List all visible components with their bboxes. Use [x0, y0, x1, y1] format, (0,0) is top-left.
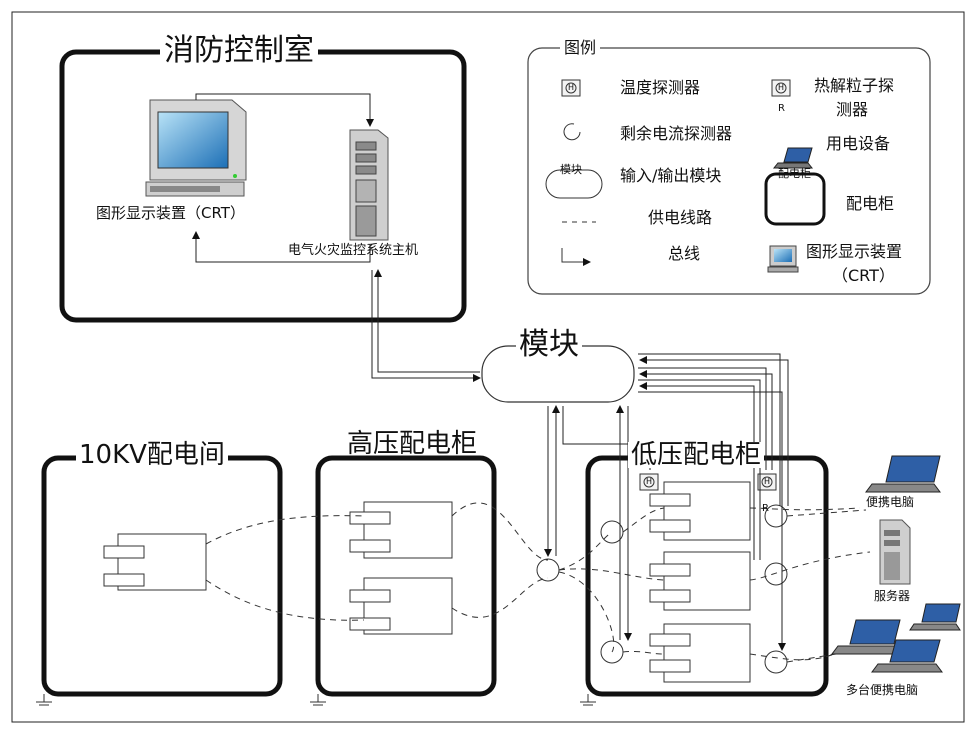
- legend-pyro-r: R: [778, 103, 785, 114]
- server-label: 服务器: [874, 589, 911, 603]
- legend-pyro-icon: [771, 79, 791, 97]
- legend-module-icon-text: 模块: [560, 163, 582, 176]
- legend-bus-label: 总线: [668, 244, 701, 263]
- legend-title: 图例: [560, 40, 601, 56]
- lv-cabinet-title: 低压配电柜: [628, 442, 765, 468]
- host-tower-icon: [349, 129, 389, 241]
- legend-temp-icon-text: H: [568, 83, 575, 92]
- control-room-bus: [192, 93, 481, 382]
- supply-lines: [205, 502, 871, 663]
- room-10kv-box: [41, 455, 283, 697]
- lv-detector-r: R: [762, 503, 769, 514]
- legend-crt-icon: [767, 245, 799, 273]
- control-room-title: 消防控制室: [160, 36, 318, 66]
- legend-pyro-icon-text: H: [778, 83, 785, 92]
- laptop-icon: [865, 455, 941, 493]
- room-10kv-equipment: [103, 533, 207, 591]
- room-10kv-title: 10KV配电间: [76, 442, 228, 468]
- lv-cabinet-equipment: [639, 473, 777, 683]
- legend-module-icon: [545, 169, 603, 199]
- laptop-label: 便携电脑: [866, 495, 915, 509]
- server-icon: [879, 519, 911, 585]
- legend-dist-cabinet: 配电柜: [846, 194, 895, 213]
- legend-crt-1: 图形显示装置: [806, 242, 903, 261]
- legend-residual-current: 剩余电流探测器: [620, 124, 733, 143]
- legend-box: [527, 47, 931, 295]
- host-label: 电气火灾监控系统主机: [288, 243, 419, 258]
- outer-frame: [11, 11, 965, 723]
- legend-supply-line-label: 供电线路: [648, 208, 713, 227]
- lv-cabinet-box: [585, 455, 829, 697]
- hv-cabinet-equipment: [349, 501, 453, 635]
- module-bus-lines: [544, 353, 789, 651]
- lv-temp-detector-2-text: H: [764, 477, 771, 486]
- hv-cabinet-box: [315, 455, 497, 697]
- legend-symbols: [545, 79, 826, 266]
- legend-temperature: 温度探测器: [620, 78, 701, 97]
- module-title: 模块: [516, 330, 582, 360]
- legend-cabinet-icon: [764, 172, 826, 226]
- crt-monitor-icon: [145, 99, 247, 197]
- ground-symbols: [36, 694, 596, 706]
- legend-laptop-icon: [772, 147, 814, 169]
- legend-cabinet-icon-text: 配电柜: [778, 167, 811, 180]
- hv-cabinet-title: 高压配电柜: [347, 429, 478, 459]
- legend-bus-icon: [561, 248, 591, 266]
- legend-crt-2: （CRT）: [832, 266, 895, 285]
- multi-laptops-icon: [831, 603, 961, 673]
- legend-pyrolysis-2: 测器: [836, 100, 869, 119]
- legend-temp-icon: [561, 79, 581, 97]
- legend-residual-icon: [563, 123, 581, 141]
- control-room-box: [59, 49, 467, 323]
- legend-power-equipment: 用电设备: [826, 134, 891, 153]
- legend-io-module: 输入/输出模块: [620, 166, 722, 185]
- multi-laptops-label: 多台便携电脑: [846, 683, 919, 697]
- crt-label: 图形显示装置（CRT）: [96, 204, 245, 222]
- lv-temp-detector-1-text: H: [646, 477, 653, 486]
- legend-pyrolysis-1: 热解粒子探: [814, 76, 895, 95]
